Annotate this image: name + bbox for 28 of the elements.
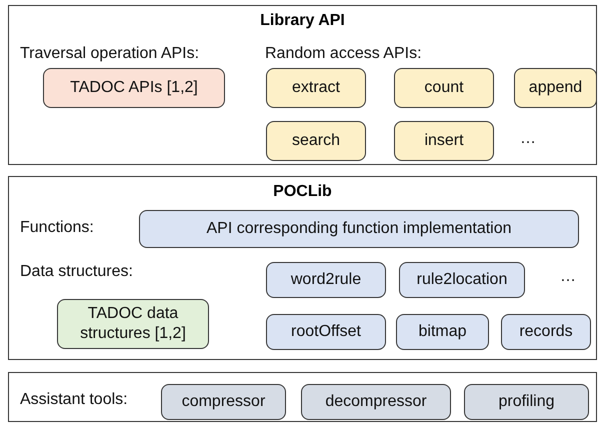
data-structure-box: bitmap (396, 314, 489, 350)
data-structure-box: rootOffset (266, 314, 386, 350)
ellipsis: … (560, 268, 576, 286)
data-structure-box: records (501, 314, 591, 350)
row-label: Assistant tools: (20, 391, 128, 409)
api-box: count (394, 68, 494, 108)
api-box: search (266, 121, 366, 161)
data-structure-box: TADOC data structures [1,2] (57, 299, 209, 349)
api-box: TADOC APIs [1,2] (43, 68, 225, 108)
layer-panel (8, 176, 597, 360)
tool-box: decompressor (301, 384, 451, 420)
api-box: insert (394, 121, 494, 161)
panel-title: POCLib (273, 183, 332, 201)
tool-box: compressor (161, 384, 286, 420)
layer-panel (8, 372, 597, 422)
row-label: Random access APIs: (265, 45, 422, 63)
row-label: Data structures: (20, 263, 133, 281)
data-structure-box: word2rule (266, 262, 386, 298)
data-structure-box: rule2location (399, 262, 525, 298)
row-label: Functions: (20, 219, 94, 237)
layer-panel (8, 5, 597, 165)
ellipsis: … (520, 130, 536, 148)
function-box: API corresponding function implementation (139, 210, 579, 248)
panel-title: Library API (260, 12, 345, 30)
api-box: append (514, 68, 597, 108)
api-box: extract (266, 68, 366, 108)
row-label: Traversal operation APIs: (20, 45, 200, 63)
tool-box: profiling (464, 384, 589, 420)
